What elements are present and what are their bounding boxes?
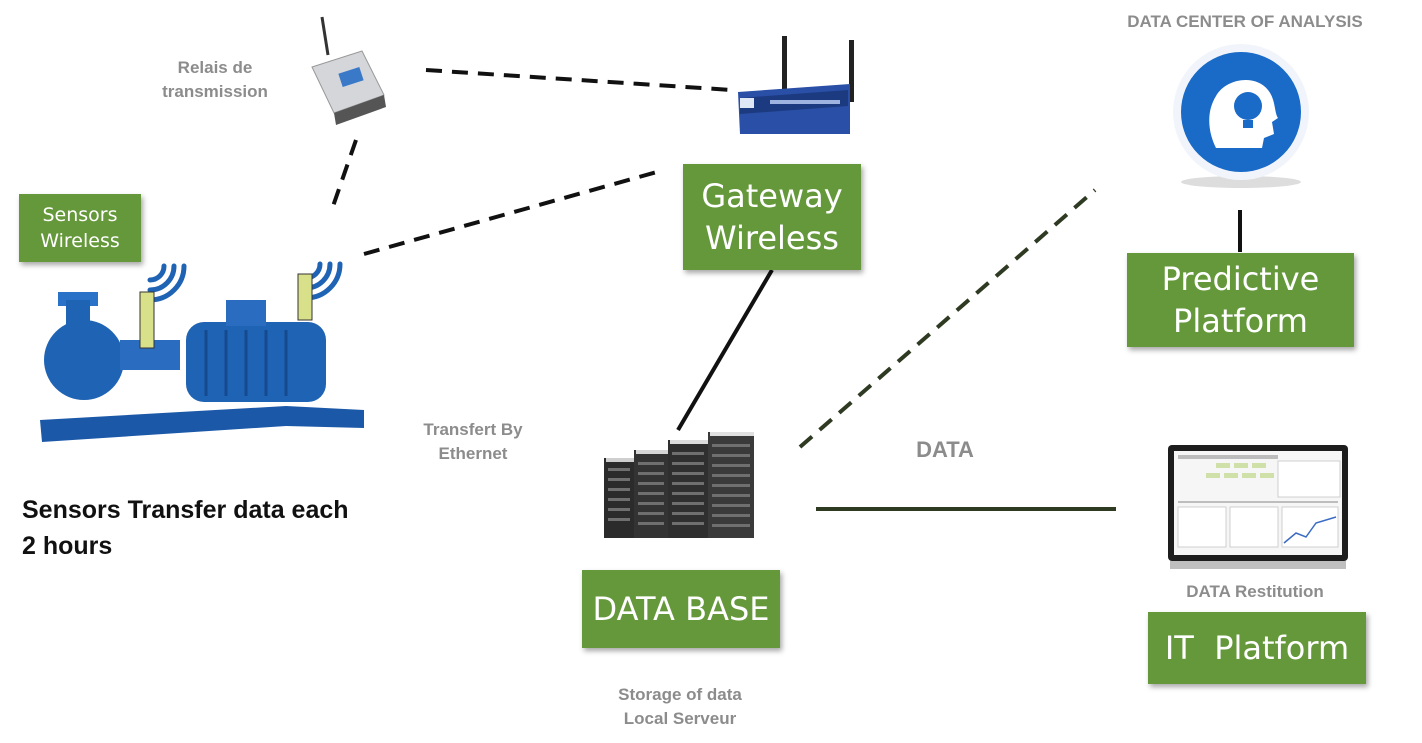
relay-device-icon <box>311 16 386 125</box>
data-center-title: DATA CENTER OF ANALYSIS <box>1127 12 1363 31</box>
link-sensor-gateway <box>363 168 665 256</box>
relay-device <box>300 15 390 135</box>
data-center-logo <box>1168 40 1314 190</box>
it-platform-box: IT Platform <box>1148 612 1366 684</box>
sensors-transfer-note: Sensors Transfer data each 2 hours <box>22 496 349 560</box>
link-database-datacenter <box>798 188 1097 449</box>
data-link-label: DATA <box>916 437 974 462</box>
database-box: DATA BASE <box>582 570 780 648</box>
server-rack-icon <box>604 432 754 538</box>
sensors-wireless-box: Sensors Wireless <box>19 194 141 262</box>
monitor-dashboard-icon <box>1168 445 1348 569</box>
link-gateway-database <box>676 268 774 432</box>
ai-brain-icon <box>1173 44 1309 188</box>
wifi-router <box>730 34 860 144</box>
gateway-wireless-box: Gateway Wireless <box>683 164 861 270</box>
ethernet-caption: Transfert By Ethernet <box>423 420 523 463</box>
relay-caption: Relais de transmission <box>162 58 268 101</box>
wifi-router-icon <box>738 36 854 134</box>
link-relay-sensor <box>329 139 358 213</box>
monitor <box>1166 443 1350 573</box>
server-racks <box>600 430 760 542</box>
it-platform-caption: DATA Restitution <box>1186 582 1324 601</box>
database-caption: Storage of data Local Serveur <box>618 685 742 728</box>
pump-icon <box>40 261 364 442</box>
link-relay-router <box>425 68 733 92</box>
predictive-platform-box: Predictive Platform <box>1127 253 1354 347</box>
pump <box>36 230 366 450</box>
